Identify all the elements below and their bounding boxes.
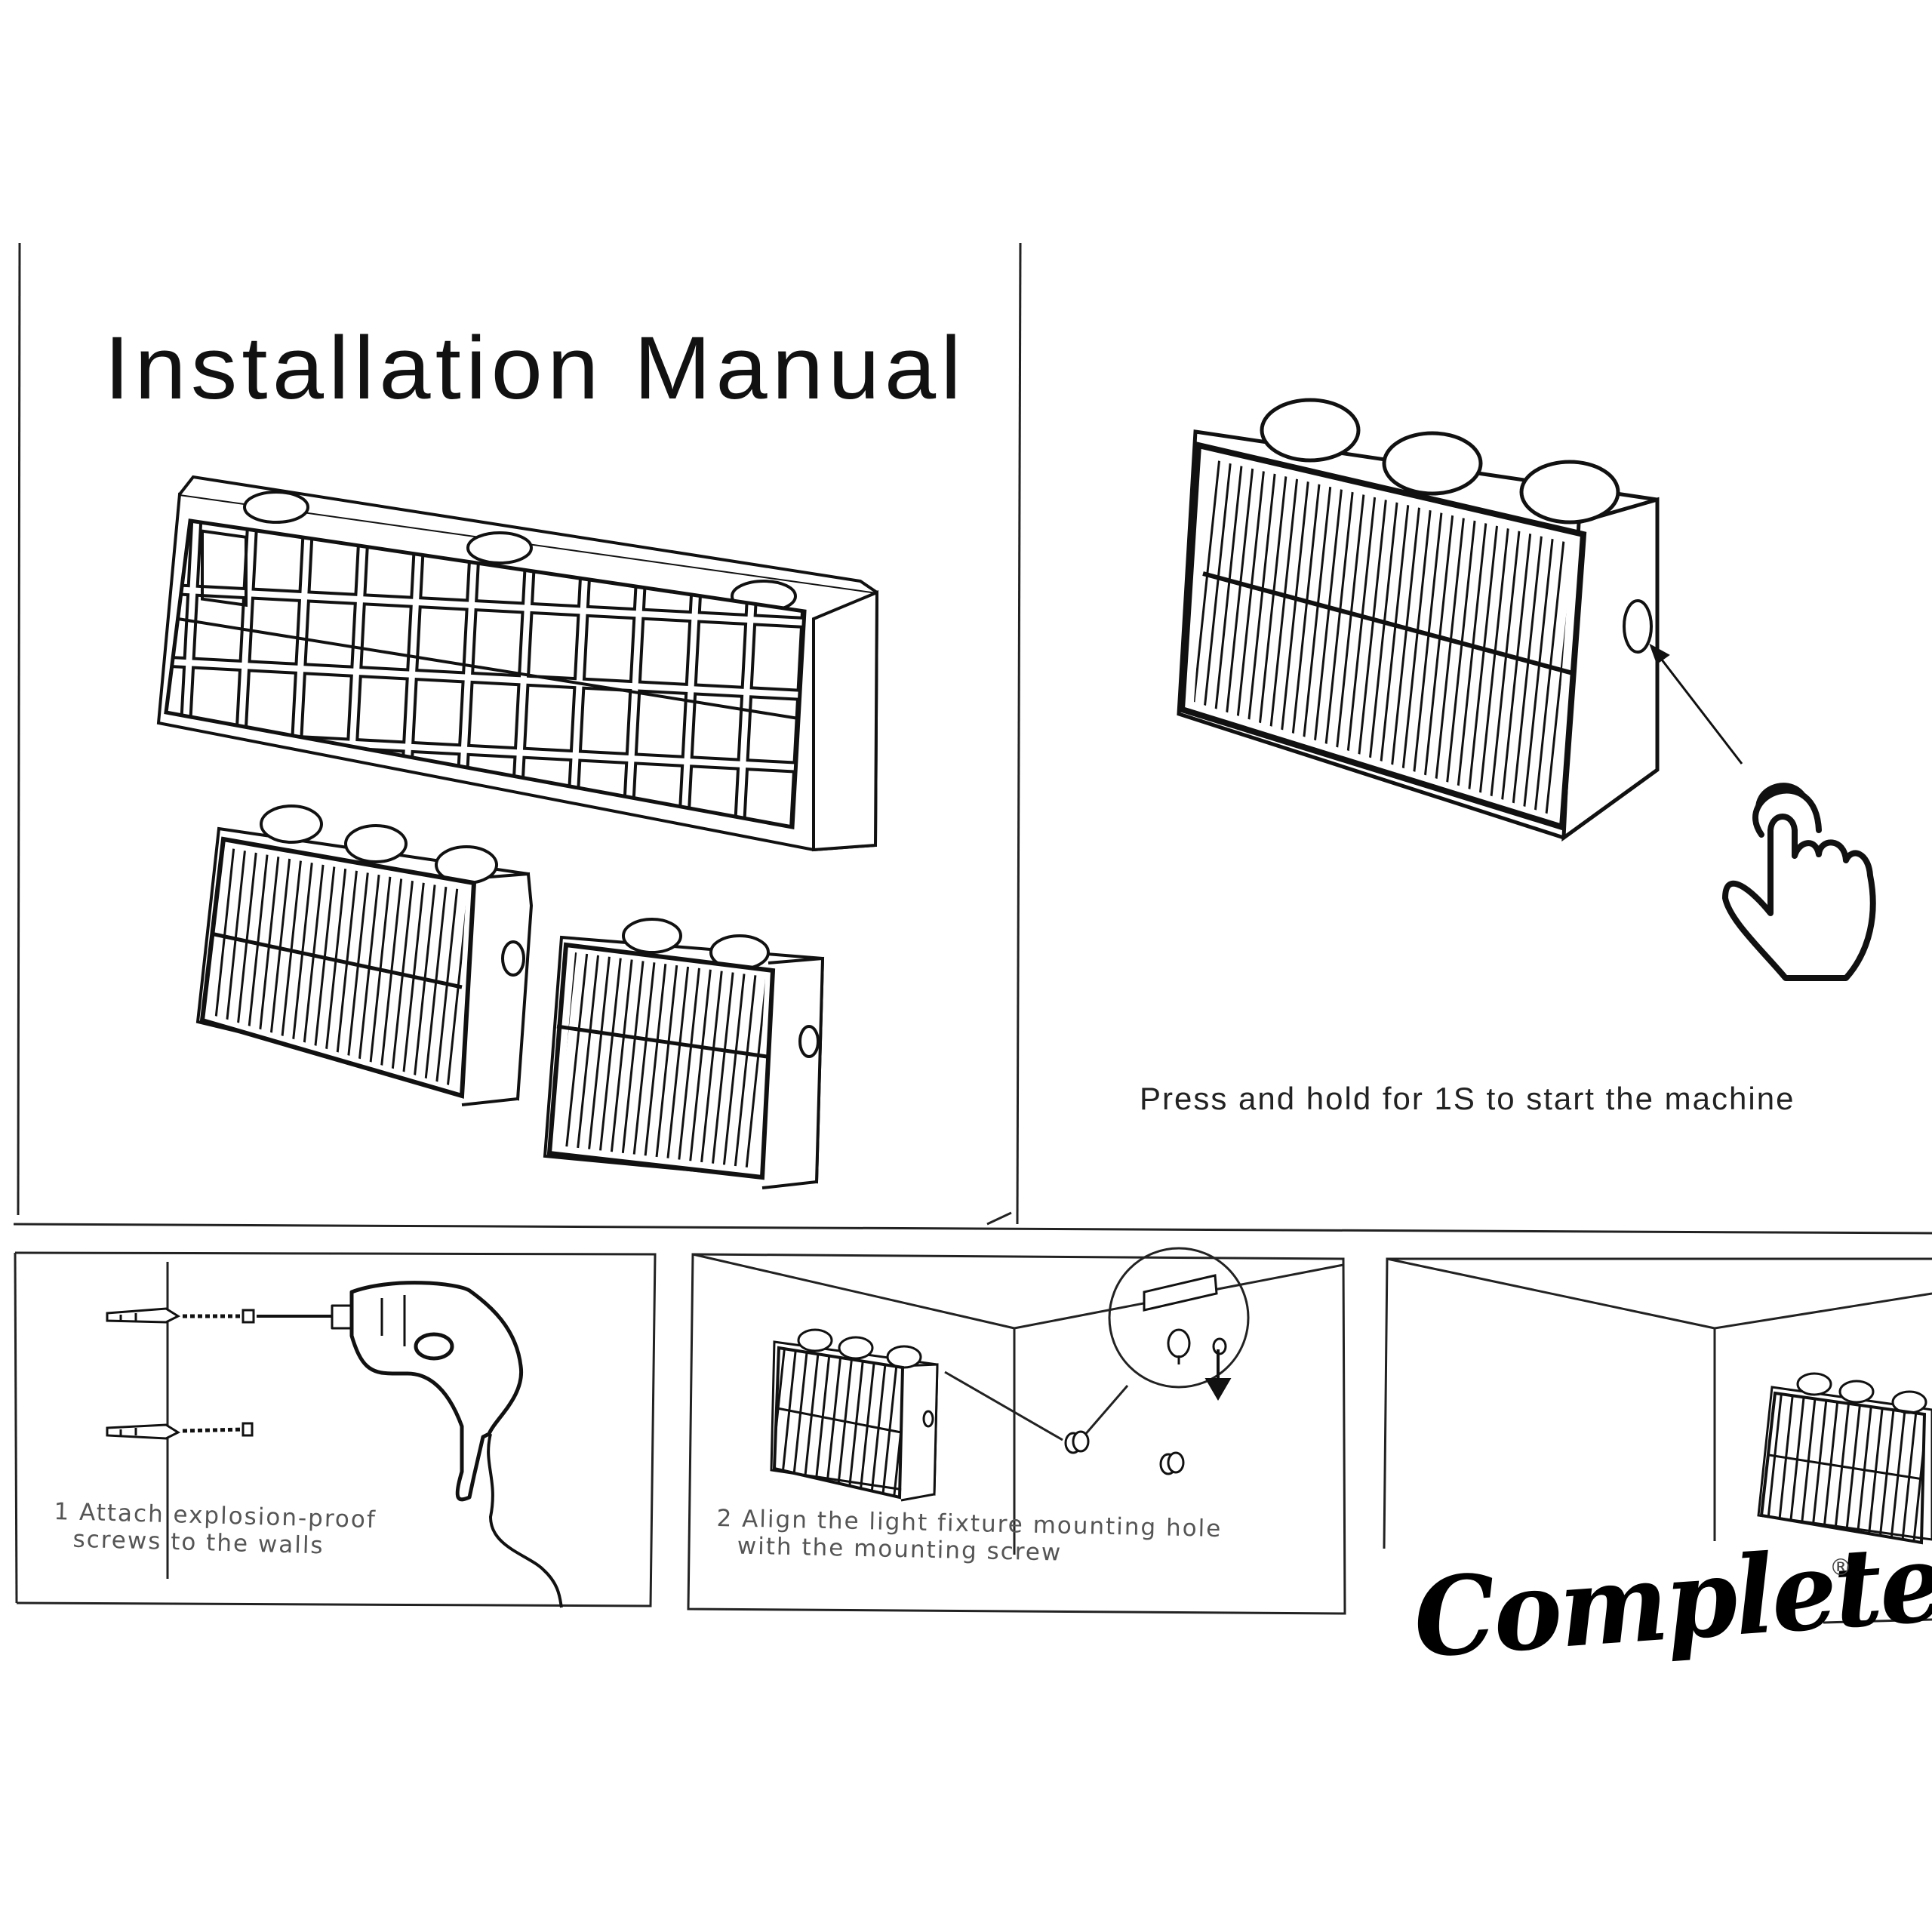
wall-anchor-icon [106,1307,181,1440]
keyhole-icon [1143,1274,1227,1364]
solar-light-icon [1757,1372,1932,1545]
step-1-caption: 1 Attach explosion-proof screws to the w… [53,1498,377,1561]
panel-dividers [13,242,1932,1235]
screw-icon [182,1309,255,1437]
solar-light-icon [1177,398,1660,842]
pointing-hand-icon [1722,783,1876,981]
solar-light-icon [195,804,534,1106]
step-3-panel [1383,1257,1932,1624]
step-2-caption: 2 Align the light fixture mounting hole … [715,1505,1222,1570]
screw-icon [1064,1430,1185,1475]
power-button-icon [1623,599,1653,654]
solar-light-icon [770,1328,939,1502]
step-2-panel [687,1247,1346,1615]
down-arrow-icon [1204,1349,1232,1401]
solar-light-icon [543,918,825,1189]
registered-mark: ® [1829,1555,1852,1581]
pointer-arrow [1649,643,1743,764]
solar-light-icon [156,475,879,852]
power-on-instruction: Press and hold for 1S to start the machi… [1140,1081,1795,1116]
drill-icon [257,1281,563,1608]
manual-title: Installation Manual [104,318,966,418]
